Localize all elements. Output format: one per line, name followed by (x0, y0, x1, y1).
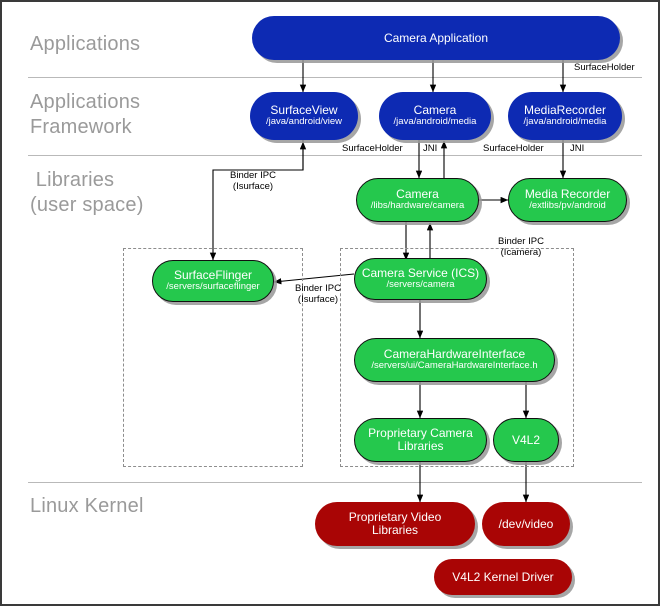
node-title: Camera (413, 103, 457, 118)
node-title: MediaRecorder (523, 103, 607, 118)
node-title: Proprietary Camera (368, 426, 473, 441)
node-title: Media Recorder (524, 187, 611, 202)
layer-label-applications-framework: Applications Framework (30, 91, 141, 138)
node-proprietary-camera-libraries[interactable]: Proprietary Camera Libraries (354, 418, 487, 462)
edge-label-binder-ipc-icamera: Binder IPC (Icamera) (498, 236, 544, 258)
edge-label-jni-camera: JNI (423, 143, 438, 154)
node-title: CameraHardwareInterface (383, 347, 526, 362)
edge-label-binder-ipc-isurface-service: Binder IPC (Isurface) (295, 283, 341, 305)
edge-label-surfaceholder-camera: SurfaceHolder (342, 143, 403, 154)
node-camera-native[interactable]: Camera /libs/hardware/camera (356, 178, 479, 222)
node-v4l2-kernel-driver[interactable]: V4L2 Kernel Driver (434, 559, 572, 595)
layer-label-linux-kernel: Linux Kernel (30, 495, 144, 517)
dashed-group-camera-service (340, 248, 574, 467)
node-title: Camera (396, 187, 439, 202)
node-title: Proprietary Video (348, 510, 442, 525)
node-subtitle: /extlibs/pv/android (529, 200, 606, 212)
edge-label-binder-ipc-isurface-top: Binder IPC (Isurface) (230, 170, 276, 192)
node-subtitle: Libraries (397, 439, 444, 453)
node-dev-video[interactable]: /dev/video (482, 502, 570, 546)
node-proprietary-video-libraries[interactable]: Proprietary Video Libraries (315, 502, 475, 546)
node-camera-service[interactable]: Camera Service (ICS) /servers/camera (354, 258, 487, 300)
layer-label-libraries: Libraries (user space) (30, 169, 144, 216)
node-title: SurfaceFlinger (173, 268, 253, 283)
node-subtitle: /java/android/media (523, 116, 607, 128)
node-camera-hardware-interface[interactable]: CameraHardwareInterface /servers/ui/Came… (354, 338, 555, 382)
edge-label-surfaceholder-app-mediarecorder: SurfaceHolder (574, 62, 635, 73)
edge-label-jni-recorder: JNI (570, 143, 585, 154)
node-v4l2[interactable]: V4L2 (493, 418, 559, 462)
node-title: SurfaceView (270, 103, 338, 118)
edge-label-surfaceholder-recorder: SurfaceHolder (483, 143, 544, 154)
node-subtitle: Libraries (371, 523, 419, 537)
node-surfaceview[interactable]: SurfaceView /java/android/view (250, 92, 358, 140)
node-mediarecorder[interactable]: MediaRecorder /java/android/media (508, 92, 622, 140)
node-title: Camera Service (ICS) (361, 266, 480, 281)
node-title: Camera Application (383, 30, 489, 45)
layer-label-applications: Applications (30, 33, 141, 55)
node-title: /dev/video (498, 516, 554, 531)
node-subtitle: /servers/ui/CameraHardwareInterface.h (371, 360, 538, 372)
node-subtitle: /servers/camera (386, 279, 455, 291)
node-title: V4L2 (511, 432, 541, 447)
divider-applications (28, 77, 642, 78)
node-subtitle: /libs/hardware/camera (370, 200, 465, 212)
node-subtitle: /java/android/media (393, 116, 477, 128)
node-subtitle: /servers/surfaceflinger (166, 281, 260, 293)
node-camera-java[interactable]: Camera /java/android/media (379, 92, 491, 140)
node-camera-application[interactable]: Camera Application (252, 16, 620, 60)
divider-framework (28, 155, 642, 156)
node-subtitle: /java/android/view (265, 116, 343, 128)
node-media-recorder-native[interactable]: Media Recorder /extlibs/pv/android (508, 178, 627, 222)
node-title: V4L2 Kernel Driver (452, 569, 554, 584)
divider-libraries (28, 482, 642, 483)
node-surfaceflinger[interactable]: SurfaceFlinger /servers/surfaceflinger (152, 260, 274, 302)
